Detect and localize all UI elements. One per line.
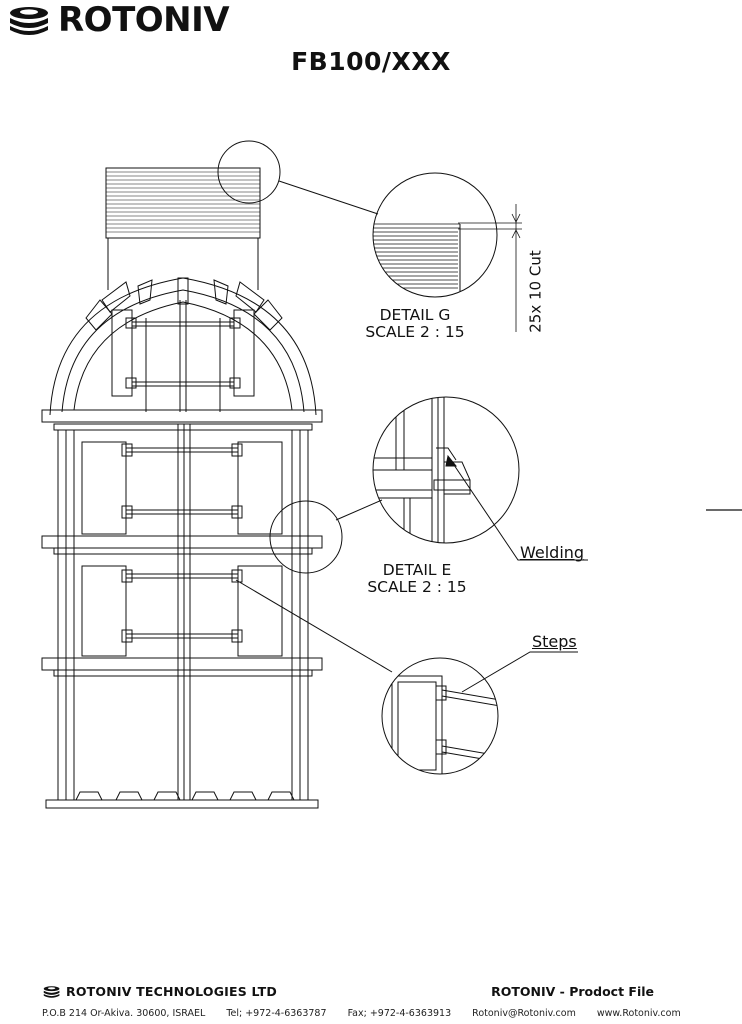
footer-brand: ROTONIV TECHNOLOGIES LTD xyxy=(42,984,462,1002)
dome xyxy=(49,277,317,416)
detail-g-label: DETAIL G SCALE 2 : 15 xyxy=(356,307,474,341)
brand-logo: ROTONIV xyxy=(8,0,238,40)
footer-contact: P.O.B 214 Or-Akiva. 30600, ISRAEL Tel; +… xyxy=(42,1008,682,1019)
footer-product-file: ROTONIV - Prodoct File xyxy=(491,984,654,999)
threaded-neck xyxy=(105,167,261,290)
detail-g xyxy=(217,140,522,332)
detail-e-label: DETAIL E SCALE 2 : 15 xyxy=(358,562,476,596)
rotoniv-stack-icon xyxy=(10,7,48,35)
manhole-assembly xyxy=(41,167,323,809)
detail-g-dimension: 25x 10 Cut xyxy=(526,250,545,333)
base xyxy=(45,791,319,809)
steps-callout: Steps xyxy=(532,632,577,651)
footer-email: Rotoniv@Rotoniv.com xyxy=(472,1008,576,1019)
cylinder-walls xyxy=(57,424,309,800)
footer-company-name: TECHNOLOGIES LTD xyxy=(136,984,277,999)
footer-brand-name: ROTONIV xyxy=(66,984,132,999)
detail-e-scale: SCALE 2 : 15 xyxy=(367,578,467,596)
detail-g-name: DETAIL G xyxy=(379,306,451,324)
welding-callout: Welding xyxy=(520,543,585,562)
footer-address: P.O.B 214 Or-Akiva. 30600, ISRAEL xyxy=(42,1008,206,1019)
detail-e-name: DETAIL E xyxy=(382,561,452,579)
page-title: FB100/XXX xyxy=(291,47,451,76)
detail-e xyxy=(269,396,588,574)
footer-tel: Tel; +972-4-6363787 xyxy=(226,1008,327,1019)
footer-fax: Fax; +972-4-6363913 xyxy=(347,1008,452,1019)
rotoniv-stack-icon xyxy=(43,986,60,998)
footer-web: www.Rotoniv.com xyxy=(596,1008,681,1019)
detail-g-scale: SCALE 2 : 15 xyxy=(365,323,465,341)
brand-name: ROTONIV xyxy=(58,0,230,40)
ring-flanges xyxy=(41,409,323,677)
detail-steps xyxy=(235,579,578,775)
step-brackets xyxy=(81,441,283,657)
